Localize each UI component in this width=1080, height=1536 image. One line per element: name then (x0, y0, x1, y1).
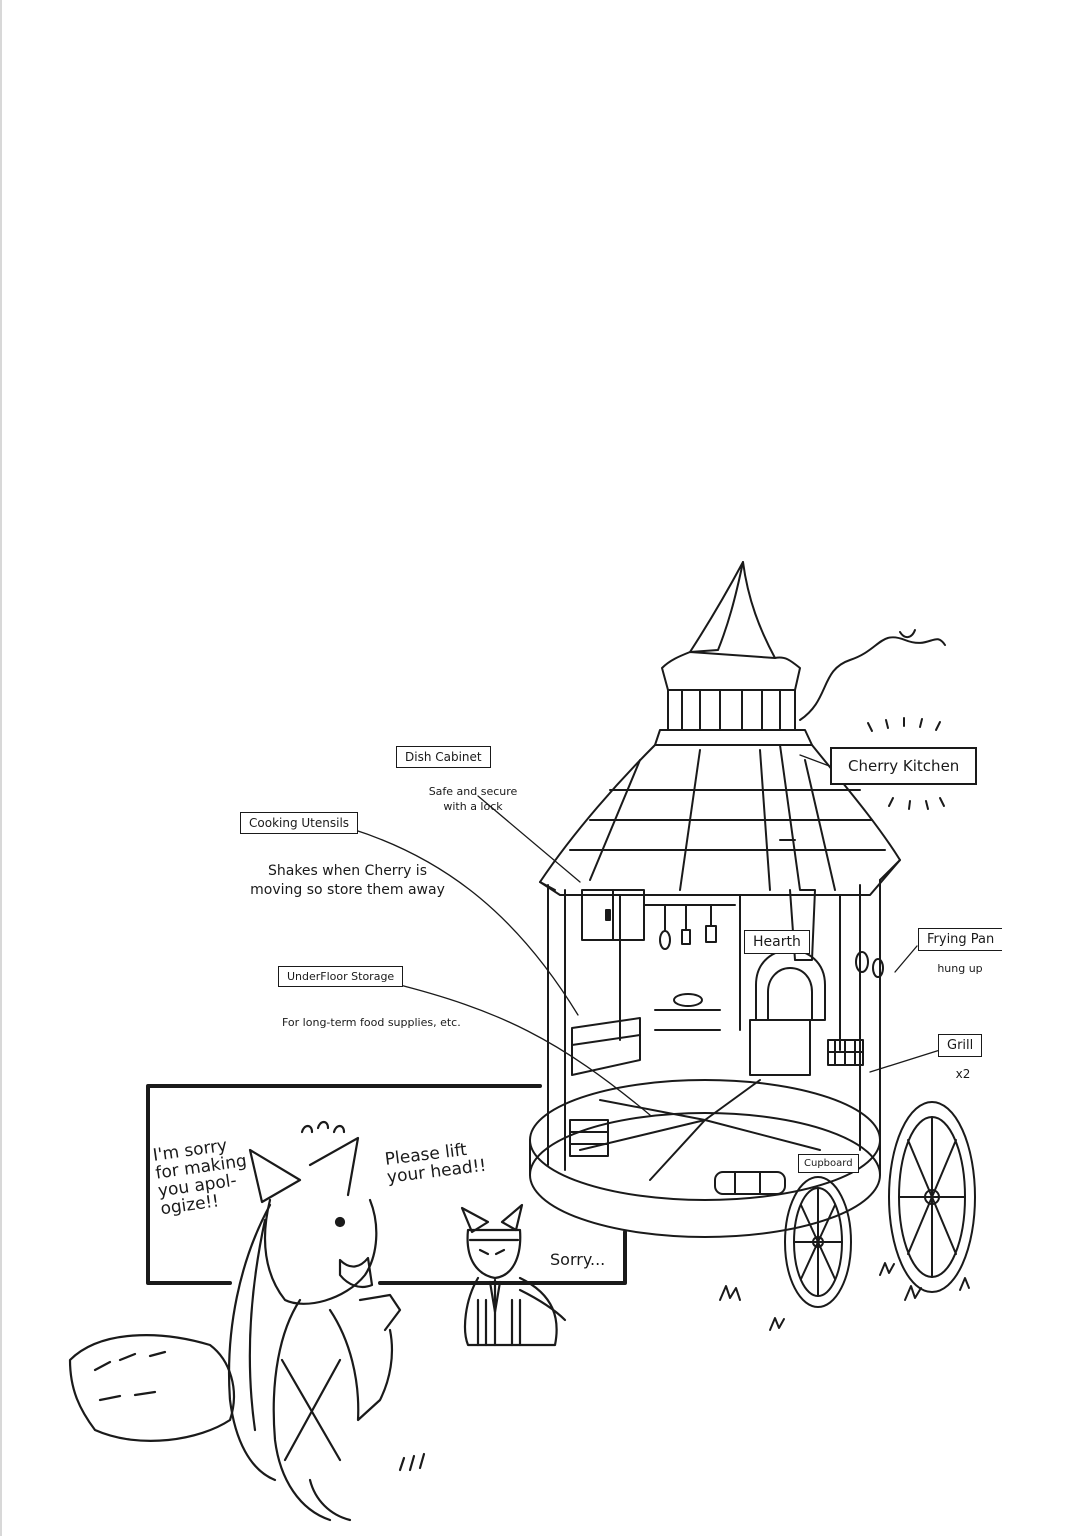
dish-cabinet-label: Dish Cabinet (396, 746, 491, 768)
comic-panel-frame (146, 1084, 627, 1285)
speech-left: I'm sorry for making you apol- ogize!! (151, 1135, 248, 1219)
cherry-kitchen-title: Cherry Kitchen (830, 747, 978, 785)
fox-girl-character (68, 1120, 426, 1522)
speech-right: Sorry... (550, 1250, 606, 1269)
kitchen-house-illustration (529, 561, 976, 1331)
cart-wheel-large (888, 1101, 976, 1293)
title-sparkle-marks (867, 717, 945, 810)
frying-pan-label: Frying Pan (918, 928, 1003, 951)
cupboard-label: Cupboard (798, 1154, 859, 1173)
cooking-utensils-label: Cooking Utensils (240, 812, 359, 834)
wolf-butler-character (460, 1203, 567, 1347)
hearth-label: Hearth (744, 930, 810, 954)
label-leader-lines (351, 754, 941, 1116)
underfloor-storage-note: For long-term food supplies, etc. (282, 1016, 461, 1029)
underfloor-storage-label: UnderFloor Storage (278, 966, 404, 987)
grill-label: Grill (938, 1034, 983, 1057)
dish-cabinet-note: Safe and secure with a lock (428, 785, 518, 813)
frying-pan-note: hung up (937, 962, 983, 975)
cart-wheel-small (784, 1176, 852, 1308)
page-edge (0, 0, 2, 1536)
cooking-utensils-note: Shakes when Cherry is moving so store th… (250, 863, 445, 898)
grill-note: x2 (955, 1067, 971, 1081)
